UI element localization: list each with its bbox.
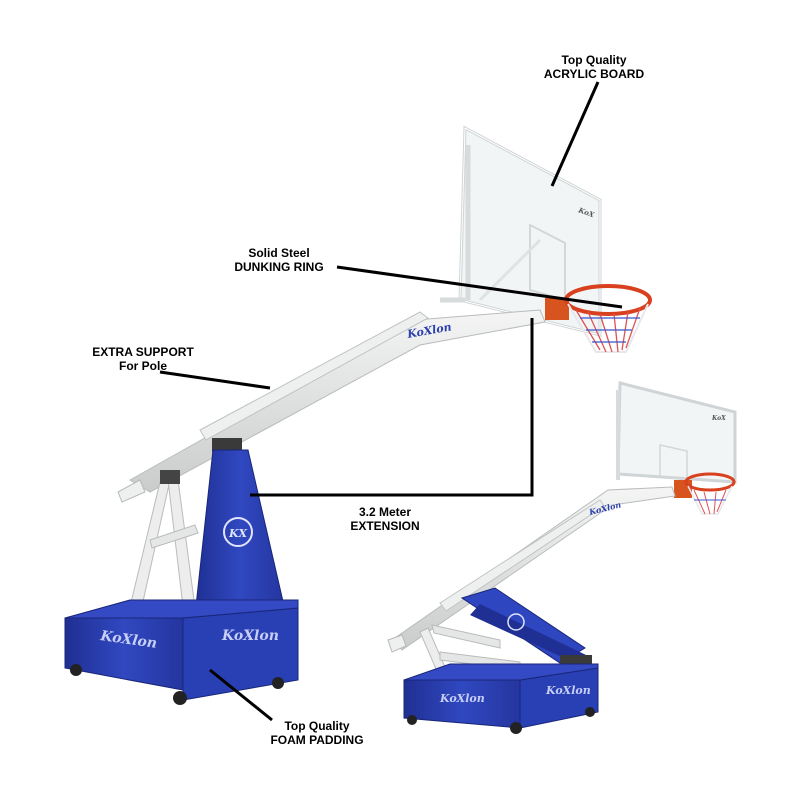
leader-foam-padding bbox=[209, 668, 273, 722]
callout-dunking-ring-line1: Solid Steel bbox=[248, 246, 310, 260]
svg-text:KoXlon: KoXlon bbox=[98, 628, 158, 652]
leader-extension bbox=[250, 318, 534, 497]
svg-text:KoX: KoX bbox=[711, 415, 726, 422]
callout-extension-line1: 3.2 Meter bbox=[358, 505, 412, 519]
callout-extra-support-line1: EXTRA SUPPORT bbox=[92, 345, 194, 359]
callout-foam-padding-line2: FOAM PADDING bbox=[270, 733, 364, 747]
svg-text:KoXlon: KoXlon bbox=[221, 628, 279, 644]
small-stand: KoX KoXlon bbox=[387, 381, 737, 734]
support-legs-large bbox=[127, 438, 242, 616]
callout-foam-padding: Top Quality FOAM PADDING bbox=[252, 719, 382, 747]
svg-text:KoXlon: KoXlon bbox=[439, 692, 485, 705]
extension-arm-large: KoXlon bbox=[129, 297, 546, 493]
backboard-large: KoX bbox=[458, 125, 602, 337]
callout-extension-line2: EXTENSION bbox=[350, 519, 420, 533]
leader-dunking-ring bbox=[336, 265, 623, 309]
callout-dunking-ring-line2: DUNKING RING bbox=[234, 260, 324, 274]
svg-text:KoXlon: KoXlon bbox=[545, 684, 591, 697]
callout-acrylic-board-line2: ACRYLIC BOARD bbox=[543, 67, 645, 81]
callout-extra-support: EXTRA SUPPORT For Pole bbox=[78, 345, 208, 373]
leader-extra-support bbox=[159, 370, 271, 390]
callout-acrylic-board: Top Quality ACRYLIC BOARD bbox=[524, 53, 664, 81]
callout-extra-support-line2: For Pole bbox=[118, 359, 167, 373]
callout-acrylic-board-line1: Top Quality bbox=[561, 53, 627, 67]
upright-padding-large: KX bbox=[194, 449, 286, 616]
rim-bracket bbox=[545, 298, 569, 320]
backboard-small: KoX bbox=[616, 381, 737, 484]
rim-and-net-small bbox=[684, 472, 736, 515]
large-stand: KoX KoXlon bbox=[64, 125, 652, 705]
callout-foam-padding-line1: Top Quality bbox=[284, 719, 350, 733]
leader-lines bbox=[159, 81, 623, 722]
svg-text:KX: KX bbox=[228, 527, 248, 540]
callout-dunking-ring: Solid Steel DUNKING RING bbox=[214, 246, 344, 274]
leader-acrylic-board bbox=[550, 81, 600, 187]
callout-extension: 3.2 Meter EXTENSION bbox=[330, 505, 440, 533]
base-padding-large: KoXlon KoXlon bbox=[64, 599, 299, 705]
